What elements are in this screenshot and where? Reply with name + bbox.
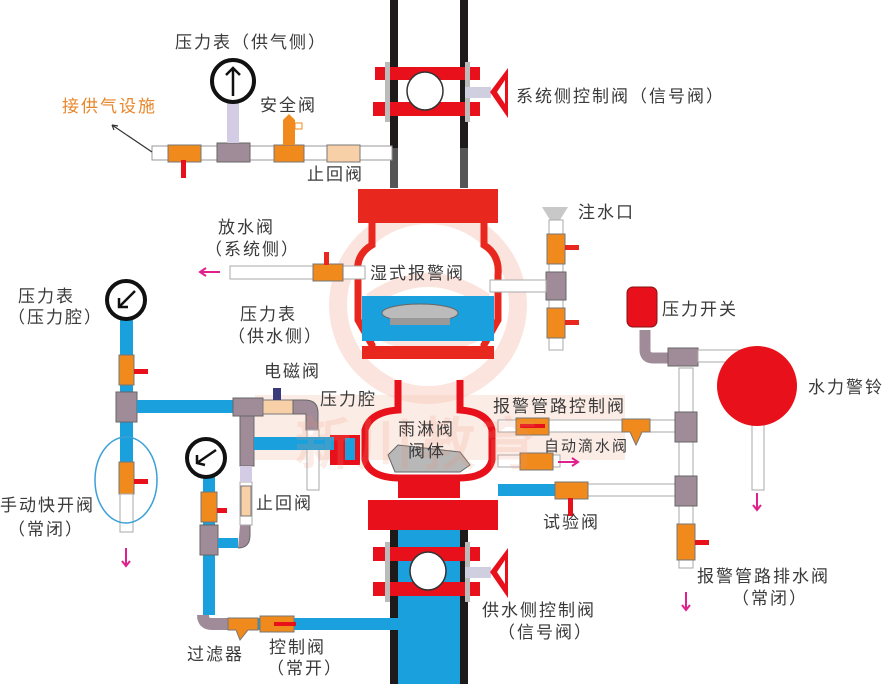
pressure-switch-icon[interactable] (626, 286, 658, 328)
system-side-control-valve[interactable] (373, 62, 508, 122)
solenoid-valve[interactable] (232, 388, 334, 491)
label-deluge-body-2: 阀体 (408, 442, 446, 462)
water-inlet-column (489, 207, 579, 351)
label-alarm-line-control-valve: 报警管路控制阀 (493, 397, 626, 417)
label-check-valve-top: 止回阀 (307, 165, 364, 185)
label-water-inlet: 注水口 (578, 203, 635, 223)
wet-alarm-valve-body[interactable] (354, 189, 502, 359)
supply-side-gauge-line (197, 466, 398, 641)
label-supply-control-valve-1: 供水侧控制阀 (482, 601, 596, 621)
label-wet-alarm-valve: 湿式报警阀 (370, 264, 465, 284)
label-deluge-body-1: 雨淋阀 (398, 420, 455, 440)
label-pressure-switch: 压力开关 (662, 300, 738, 320)
drain-valve-system-side[interactable] (198, 252, 366, 282)
label-alarm-line-drain-2: （常闭） (732, 589, 808, 609)
label-system-control-valve: 系统侧控制阀（信号阀） (516, 87, 725, 107)
air-side-gauge-icon (210, 58, 256, 104)
flow-arrow-icon (752, 493, 762, 512)
label-check-valve-bottom: 止回阀 (256, 494, 313, 514)
label-gauge-chamber-2: （压力腔） (8, 308, 103, 328)
alarm-line (497, 330, 765, 612)
supply-side-gauge-icon (185, 437, 227, 479)
flow-arrow-icon (558, 457, 580, 467)
label-gauge-supply-1: 压力表 (240, 305, 297, 325)
label-auto-drip-valve: 自动滴水阀 (544, 437, 630, 455)
label-supply-control-valve-2: （信号阀） (498, 623, 593, 643)
label-strainer: 过滤器 (187, 645, 244, 665)
label-solenoid-valve: 电磁阀 (264, 362, 321, 382)
label-manual-release-2: （常闭） (8, 520, 84, 540)
flow-arrow-icon (121, 548, 131, 568)
label-drain-valve-2: （系统侧） (205, 240, 300, 260)
strainer-icon (227, 617, 259, 641)
label-gauge-supply-2: （供水侧） (228, 327, 323, 347)
label-drain-valve-1: 放水阀 (218, 218, 275, 238)
label-safety-valve: 安全阀 (260, 96, 317, 116)
flow-arrow-icon (198, 267, 220, 277)
label-control-valve-1: 控制阀 (269, 638, 326, 658)
watermark-text: 新川教育 (295, 413, 543, 478)
label-gauge-air-side: 压力表（供气侧） (175, 33, 327, 53)
label-control-valve-2: （常开） (267, 659, 343, 679)
label-gauge-chamber-1: 压力表 (18, 287, 75, 307)
label-manual-release-1: 手动快开阀 (0, 496, 95, 516)
water-motor-gong-icon[interactable] (717, 346, 797, 426)
pressure-chamber-gauge-line (94, 318, 237, 568)
pressure-chamber-gauge-icon (105, 279, 147, 321)
flow-arrow-icon (681, 592, 691, 612)
supply-side-control-valve[interactable] (373, 542, 508, 602)
deluge-valve-body[interactable] (330, 380, 498, 530)
label-pressure-chamber: 压力腔 (320, 390, 377, 410)
label-alarm-line-drain-1: 报警管路排水阀 (697, 567, 830, 587)
label-test-valve: 试验阀 (543, 513, 600, 533)
label-water-motor-gong: 水力警铃 (808, 378, 884, 398)
label-air-supply: 接供气设施 (62, 97, 157, 117)
air-supply-line (111, 103, 393, 178)
